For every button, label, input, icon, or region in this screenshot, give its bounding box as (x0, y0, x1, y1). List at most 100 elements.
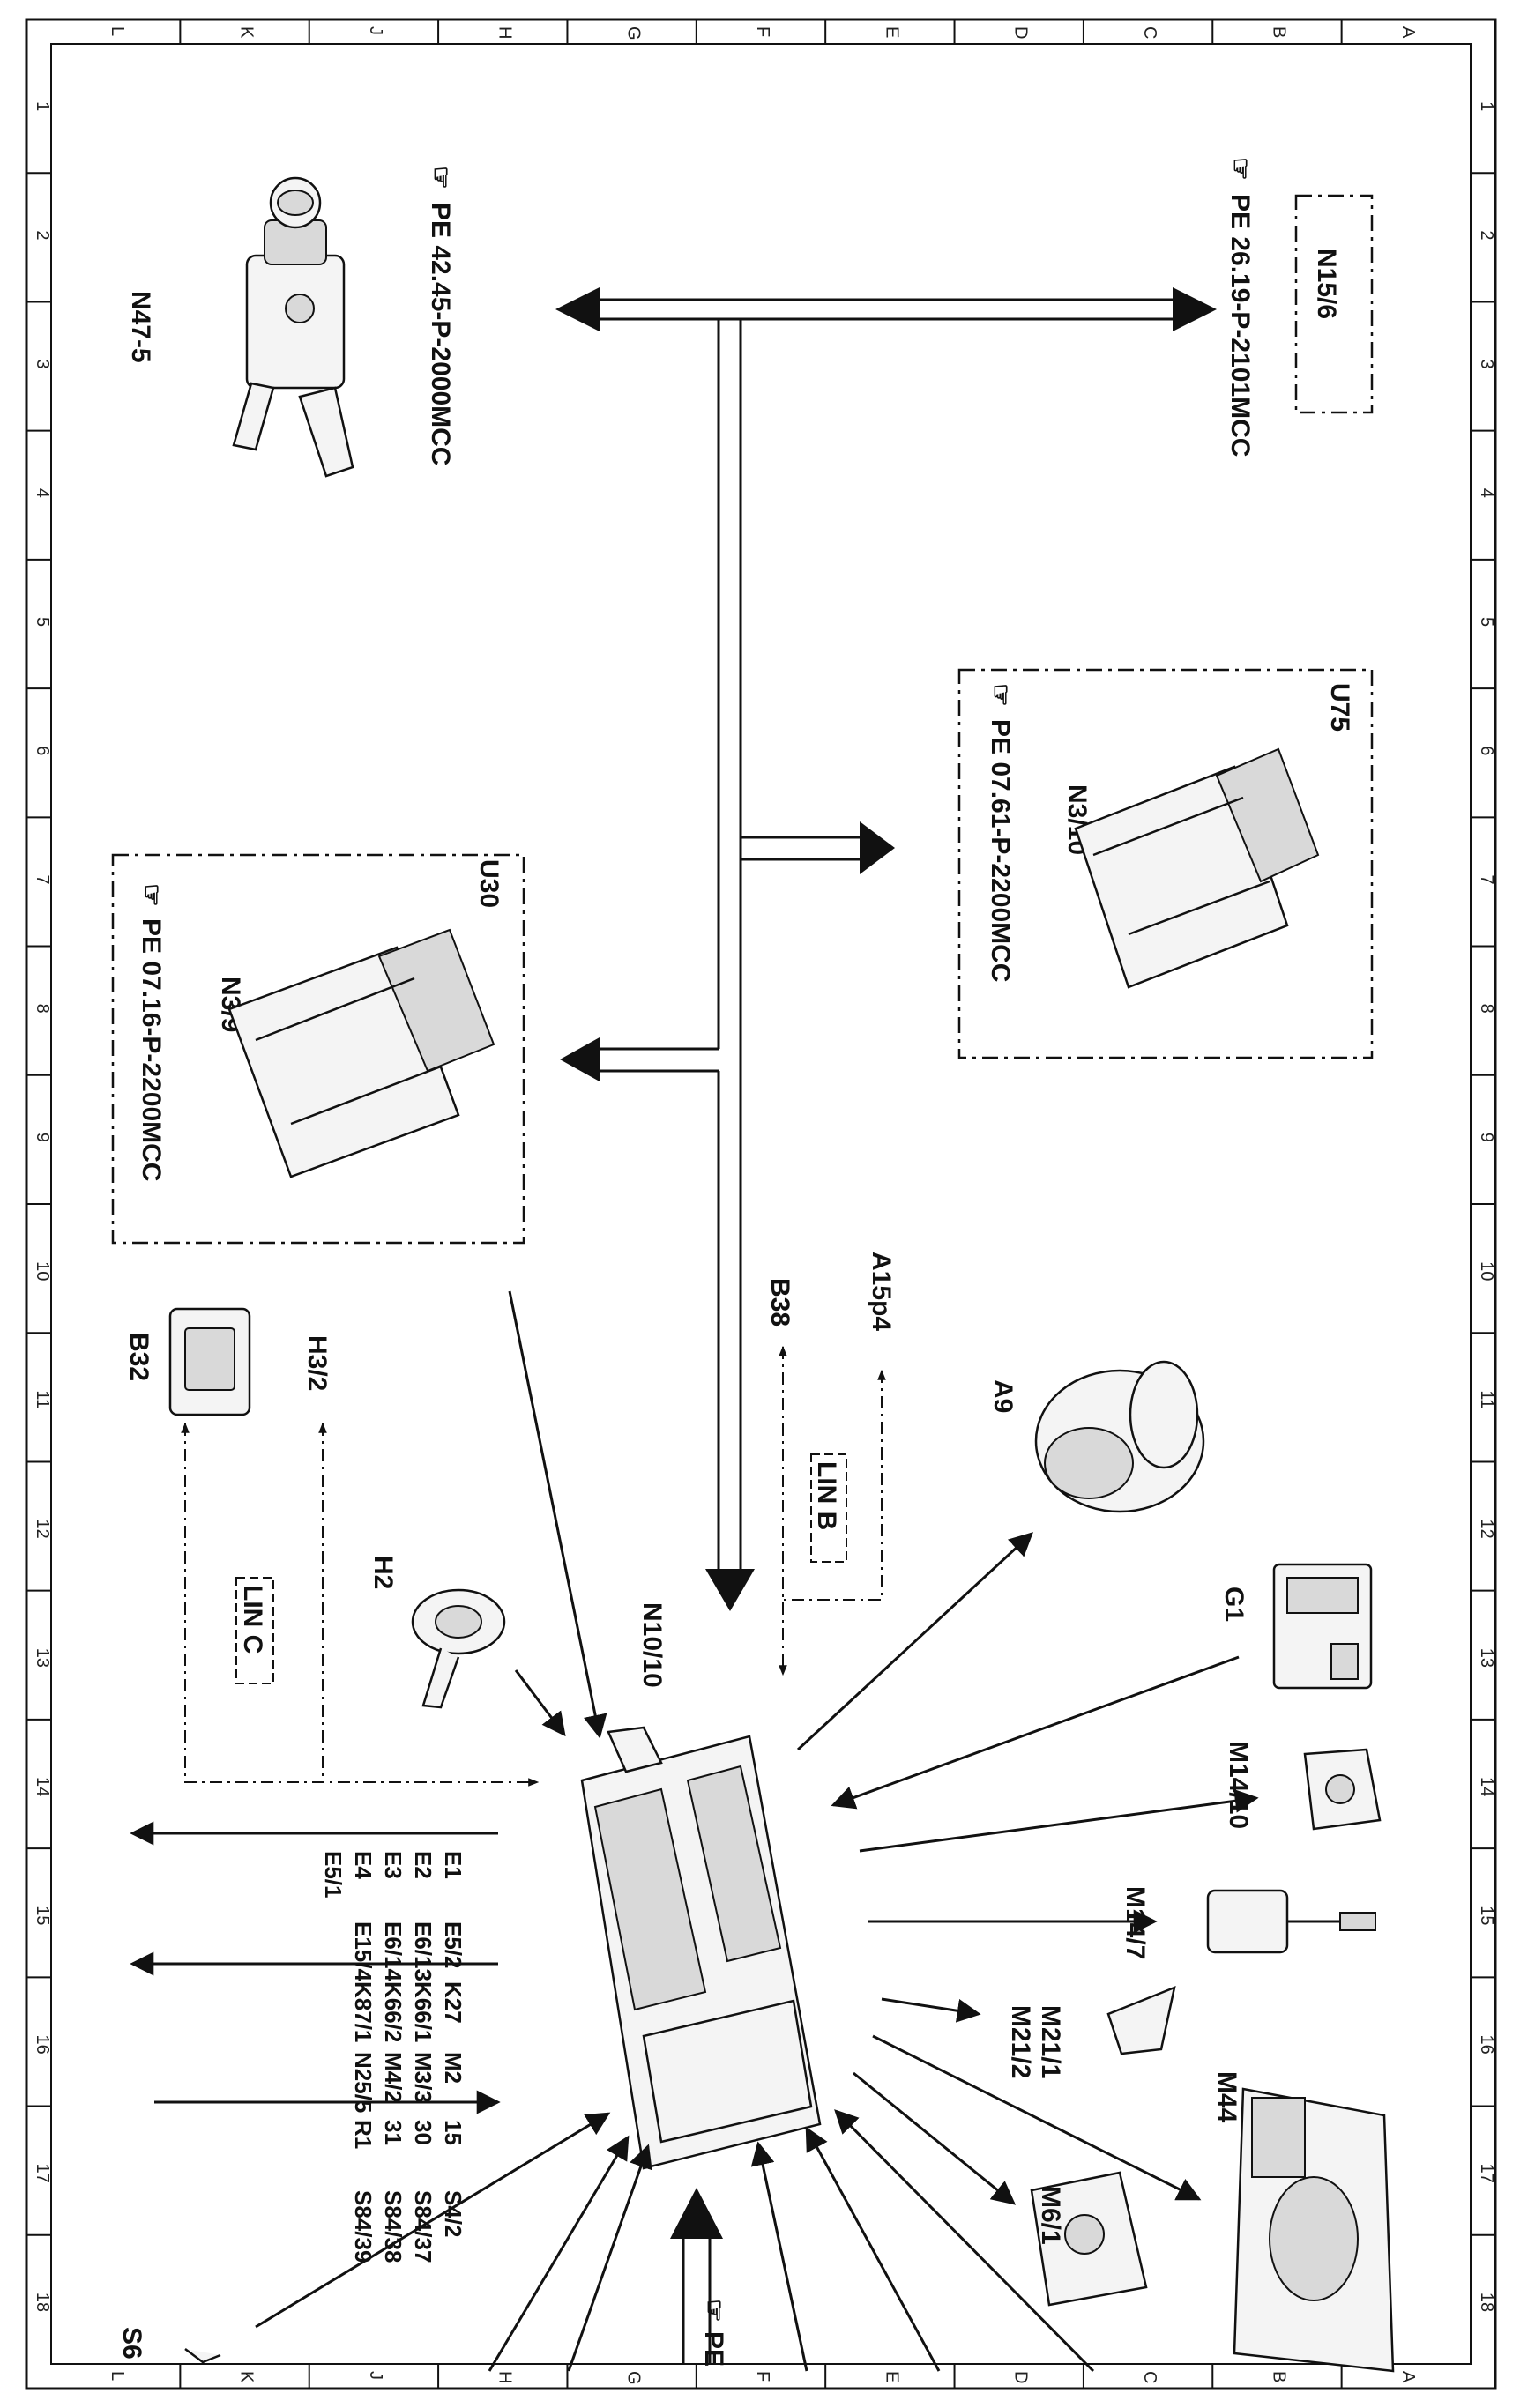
arrow-u30 (560, 1037, 600, 1081)
m14-7-illustration (1206, 1889, 1376, 1954)
input-pin-c-6: S84/38 (380, 2190, 406, 2263)
a9-module: A9 (796, 1360, 1205, 1751)
n10-10-module: N10/10 (580, 1602, 822, 2170)
u30-reference: PE 07.16-P-2200MCC (137, 918, 166, 1181)
row-label-12-right: 12 (1477, 1520, 1496, 1539)
column-label-a-bottom: A (1398, 2371, 1418, 2383)
output-pin-a-7: E6/14 (380, 1921, 406, 1981)
column-label-c: C (1140, 26, 1159, 39)
row-label-12: 12 (33, 1520, 52, 1539)
output-pin-b-1: K66/1 (410, 1981, 436, 2042)
a9-illustration (1034, 1360, 1205, 1513)
row-label-2-right: 2 (1477, 230, 1496, 240)
row-label-3: 3 (33, 360, 52, 369)
n3-9-illustration (227, 928, 495, 1178)
arrow-u75 (860, 821, 895, 874)
lower-wire-5 (805, 2126, 941, 2372)
output-pin-b-0: K27 (440, 1981, 466, 2024)
hand-icon-n15: ☞ (1226, 157, 1255, 181)
column-label-b-bottom: B (1269, 2371, 1288, 2382)
lin-c-label: LIN C (238, 1585, 267, 1654)
output-pin-b-3: K87/1 (350, 1981, 376, 2042)
bottom-reference: PE (699, 2331, 728, 2367)
input-pin-c-3: R1 (350, 2120, 376, 2149)
output-pin-a-0: E1 (440, 1851, 466, 1879)
lower-inputs: S6 ☞ PE (117, 2109, 1095, 2373)
u75-reference: PE 07.61-P-2200MCC (986, 719, 1015, 982)
b38-label: B38 (765, 1278, 794, 1327)
row-label-16: 16 (33, 2034, 52, 2054)
hand-icon-u30: ☞ (137, 883, 166, 907)
row-label-11-right: 11 (1477, 1390, 1496, 1408)
a9-wire (796, 1532, 1033, 1751)
arrow-right-n15 (1173, 287, 1217, 331)
m14-10-illustration (1303, 1748, 1382, 1831)
h2-illustration (411, 1588, 506, 1709)
row-label-13-right: 13 (1477, 1648, 1496, 1668)
output-pin-a-8: E15/4 (350, 1921, 376, 1981)
row-label-15-right: 15 (1477, 1906, 1496, 1925)
row-label-16-right: 16 (1477, 2034, 1496, 2054)
row-label-1-right: 1 (1477, 101, 1496, 111)
row-label-6: 6 (33, 746, 52, 755)
u75-label: U75 (1325, 683, 1354, 732)
hand-icon-n47: ☞ (426, 166, 455, 190)
hand-icon-bottom: ☞ (699, 2299, 728, 2323)
column-label-k-bottom: K (237, 2371, 257, 2383)
row-label-8-right: 8 (1477, 1004, 1496, 1014)
row-label-10-right: 10 (1477, 1261, 1496, 1281)
lower-wire-6 (834, 2109, 1095, 2373)
m14-10-module: M14/10 (859, 1741, 1382, 1853)
g1-label: G1 (1219, 1587, 1248, 1622)
input-pin-c-0: 15 (440, 2120, 466, 2145)
output-pin-a-1: E2 (410, 1851, 436, 1879)
m21-illustration (1106, 1985, 1176, 2055)
n3-10-illustration (1074, 747, 1320, 989)
row-label-7-right: 7 (1477, 874, 1496, 884)
column-label-h-bottom: H (495, 2371, 514, 2383)
u75-box (957, 668, 1374, 1059)
output-pin-a-5: E5/2 (440, 1921, 466, 1969)
column-label-k: K (237, 26, 257, 39)
column-label-h: H (495, 26, 514, 39)
row-label-4-right: 4 (1477, 488, 1496, 498)
row-label-14: 14 (33, 1777, 52, 1796)
column-label-l: L (108, 26, 127, 36)
row-label-5-right: 5 (1477, 617, 1496, 627)
h3-2-label: H3/2 (302, 1335, 332, 1391)
output-pin-b-7: N25/5 (350, 2052, 376, 2113)
row-label-3-right: 3 (1477, 360, 1496, 369)
output-pin-b-4: M2 (440, 2052, 466, 2084)
s6-illustration (184, 2348, 221, 2364)
row-label-4: 4 (33, 488, 52, 498)
lin-c-wire-b32 (181, 1422, 540, 1787)
row-label-10: 10 (33, 1261, 52, 1281)
m44-module: M44 (872, 2034, 1395, 2373)
row-label-18: 18 (33, 2293, 52, 2312)
output-pin-b-6: M4/2 (380, 2052, 406, 2103)
output-pin-a-3: E4 (350, 1851, 376, 1879)
n47-5-module: N47-5 ☞ PE 42.45-P-2000MCC (126, 166, 455, 478)
u75-module: U75 N3/10 ☞ PE 07.61-P-2200MCC (957, 668, 1374, 1059)
m44-illustration (1233, 2087, 1395, 2373)
row-label-6-right: 6 (1477, 746, 1496, 755)
output-pin-a-4: E5/1 (320, 1851, 346, 1899)
n15-6-label: N15/6 (1312, 249, 1341, 319)
input-pin-c-2: 31 (380, 2120, 406, 2145)
column-label-e-bottom: E (882, 2371, 901, 2382)
n10-10-label: N10/10 (637, 1602, 667, 1688)
column-label-g: G (624, 26, 644, 41)
row-label-2: 2 (33, 230, 52, 240)
m14-10-label: M14/10 (1224, 1741, 1253, 1829)
lower-wire-1 (255, 2112, 611, 2329)
lin-b-box (810, 1453, 847, 1563)
h2-label: H2 (369, 1556, 398, 1589)
u30-to-n10-wire (508, 1290, 607, 1739)
arrow-bottom (670, 2188, 723, 2239)
output-pin-b-2: K66/2 (380, 1981, 406, 2042)
row-label-8: 8 (33, 1004, 52, 1014)
n47-5-illustration (232, 176, 354, 478)
